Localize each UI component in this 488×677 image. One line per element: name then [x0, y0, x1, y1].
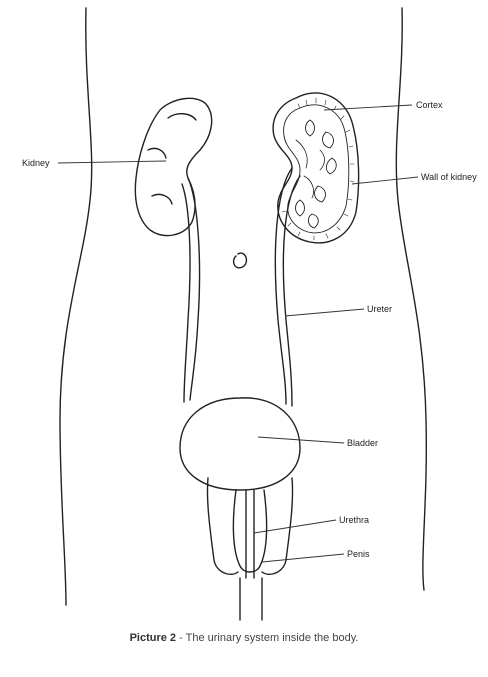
caption-separator: -: [176, 632, 186, 644]
wall-of-kidney-leader: [351, 176, 419, 185]
body-outline-right: [395, 7, 428, 591]
bladder-leader: [257, 436, 345, 444]
label-kidney: Kidney: [22, 158, 50, 168]
label-bladder: Bladder: [347, 438, 378, 448]
bladder: [179, 397, 301, 491]
label-penis: Penis: [347, 549, 370, 559]
penis: [232, 489, 268, 573]
label-cortex: Cortex: [416, 100, 443, 110]
navel: [232, 252, 248, 269]
figure-caption: Picture 2 - The urinary system inside th…: [0, 632, 488, 644]
label-wall-of-kidney: Wall of kidney: [421, 172, 477, 182]
kidney-leader: [57, 160, 167, 164]
caption-title: Picture 2: [129, 632, 177, 644]
penis-leader: [261, 553, 345, 563]
caption-text: The urinary system inside the body.: [185, 632, 359, 644]
label-urethra: Urethra: [339, 515, 369, 525]
cortex-leader: [323, 104, 413, 111]
left-ureter: [187, 177, 201, 401]
right-ureter: [274, 167, 293, 405]
body-outline-left: [59, 7, 93, 606]
left-kidney: [134, 97, 213, 237]
label-ureter: Ureter: [367, 304, 392, 314]
ureter-leader: [284, 308, 365, 317]
urethra-leader: [253, 519, 337, 534]
right-kidney: [272, 92, 360, 244]
urethra: [245, 489, 255, 579]
